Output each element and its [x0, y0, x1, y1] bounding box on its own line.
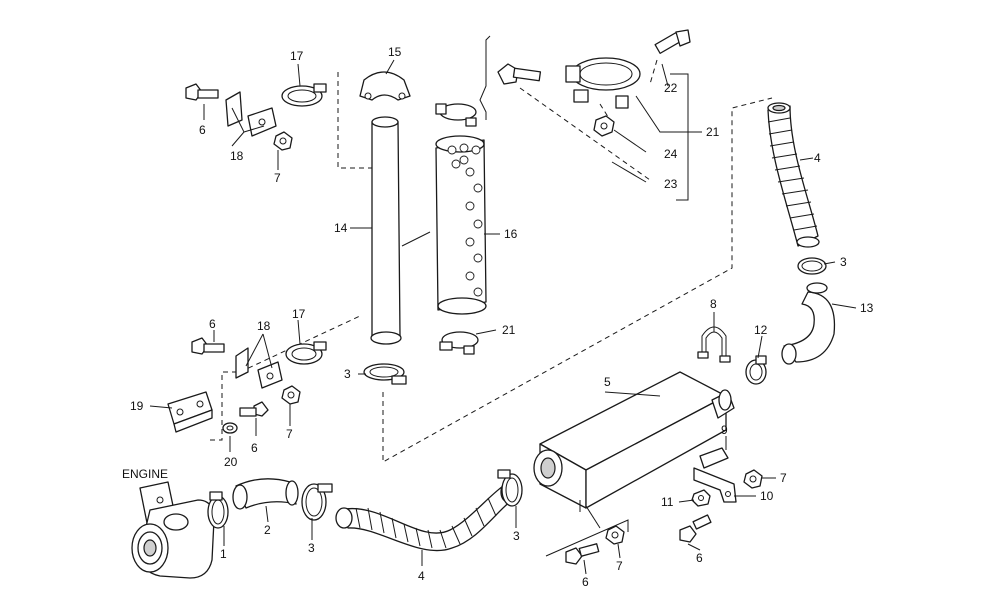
callout-13: 13	[860, 301, 874, 315]
callout-6: 6	[582, 575, 589, 589]
pipe-part-14	[370, 116, 431, 345]
callout-11: 11	[661, 495, 674, 509]
clamp-part-15	[359, 71, 411, 101]
callout-15: 15	[388, 45, 402, 59]
clamp-part-21-upper	[435, 103, 477, 127]
callout-6: 6	[696, 551, 703, 565]
callout-19: 19	[130, 399, 144, 413]
nut-part-24	[593, 115, 615, 137]
callout-21: 21	[502, 323, 516, 337]
callout-22: 22	[664, 81, 678, 95]
elbow-part-13	[781, 282, 836, 365]
callout-17: 17	[290, 49, 304, 63]
callout-20: 20	[224, 455, 238, 469]
bracket-part-10	[693, 467, 737, 503]
callout-7: 7	[780, 471, 787, 485]
callout-7: 7	[286, 427, 293, 441]
flex-pipe-part-4-upper	[767, 102, 820, 248]
callout-14: 14	[334, 221, 348, 235]
engine-turbo-housing	[131, 481, 215, 579]
assembly-dashed-lines	[210, 59, 773, 463]
callout-3: 3	[513, 529, 520, 543]
flex-pipe-part-4-lower	[335, 482, 513, 552]
callout-18: 18	[257, 319, 271, 333]
callout-10: 10	[760, 489, 774, 503]
clamp-part-21-lower	[439, 331, 479, 355]
nut-part-7-bottom	[605, 525, 625, 545]
callout-3: 3	[308, 541, 315, 555]
bracket-part-18-lower	[235, 347, 283, 389]
callout-3: 3	[840, 255, 847, 269]
clamp-part-21-right	[565, 57, 641, 109]
nut-part-7-right	[743, 469, 763, 489]
bracket-part-9	[699, 447, 729, 469]
nut-part-7-top	[273, 131, 293, 151]
bolt-part-22	[654, 29, 691, 54]
clamp-part-17-lower	[285, 341, 327, 365]
bolt-part-6-center	[239, 401, 269, 417]
bolt-part-23	[497, 63, 542, 85]
callout-6: 6	[209, 317, 216, 331]
perforated-tube-part-16	[435, 135, 487, 315]
bolt-part-6-top-left	[185, 83, 219, 101]
callout-4: 4	[418, 569, 425, 583]
clamp-part-12	[745, 355, 767, 385]
bolt-part-6-bottom-right	[679, 514, 712, 543]
callout-2: 2	[264, 523, 271, 537]
callout-6: 6	[199, 123, 206, 137]
callout-8: 8	[710, 297, 717, 311]
callout-18: 18	[230, 149, 244, 163]
engine-label: ENGINE	[122, 467, 168, 481]
callout-7: 7	[274, 171, 281, 185]
callout-4: 4	[814, 151, 821, 165]
callout-21: 21	[706, 125, 720, 139]
callout-16: 16	[504, 227, 518, 241]
callout-5: 5	[604, 375, 611, 389]
elbow-part-2	[232, 478, 299, 510]
callout-3: 3	[344, 367, 351, 381]
callout-17: 17	[292, 307, 306, 321]
leader-lines	[149, 35, 857, 575]
clamp-part-17-upper	[281, 83, 327, 107]
callout-23: 23	[664, 177, 678, 191]
callout-9: 9	[721, 423, 728, 437]
clamp-part-3-lower-left	[301, 483, 333, 521]
callout-7: 7	[616, 559, 623, 573]
callout-1: 1	[220, 547, 227, 561]
clamp-part-3-middle	[363, 363, 407, 385]
nut-part-11	[691, 489, 711, 507]
callout-6: 6	[251, 441, 258, 455]
callout-12: 12	[754, 323, 768, 337]
clamp-part-3-upper-right	[797, 257, 827, 275]
bolt-part-6-mid-left	[191, 337, 225, 355]
clamp-part-3-lower-right	[497, 469, 523, 507]
muffler-part-5	[533, 371, 735, 512]
washer-part-20	[222, 422, 238, 434]
bolt-part-6-bottom	[565, 543, 600, 565]
nut-part-7-mid	[281, 385, 301, 405]
bracket-part-19	[167, 391, 213, 433]
callout-24: 24	[664, 147, 678, 161]
callout-labels: ENGINE 1 2 3 3 3 3 4 4 5 6 6 6 6 6 7 7 7…	[122, 45, 874, 589]
u-bolt-part-8	[697, 326, 731, 363]
clamp-part-1	[207, 491, 229, 529]
